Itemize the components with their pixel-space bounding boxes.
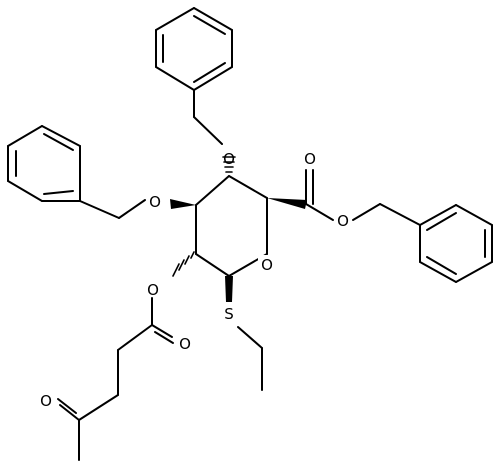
hashed-bond-c2-o [172,251,195,277]
carbonyl-single-lev [151,324,173,338]
wedge-bond-c1-s [225,276,233,302]
atom-o-ring: O [261,256,273,274]
benzyl-ester [305,169,493,283]
phenyl-ring-left [7,125,81,202]
phenyl-ring-right [419,204,493,283]
atom-o-ester-carbonyl: O [304,150,316,168]
benzyloxy-top [155,7,233,145]
bond-c1-c2 [195,253,230,277]
atom-o-levulinoyl-carbonyl: O [179,335,191,353]
bond-c-o-ester [305,203,334,221]
atom-o-benzyloxy-top: O [223,150,235,168]
bond-ch2-ketone-c [78,394,119,421]
atom-o-levulinoyl-link: O [147,281,159,299]
bond-s-ch2 [237,326,263,349]
atom-o-benzyloxy-left: O [149,193,161,211]
wedge-bond-c3-o [170,199,196,209]
bond-o-ch2-left [118,199,146,219]
phenyl-ring-top [155,7,233,91]
pyranose-ring [195,175,268,277]
ketone-double [57,398,77,414]
bond-c3-c4 [195,175,230,206]
bond-o-ch2-top [193,116,223,145]
bond-ch2-ring-ester [379,203,421,226]
atom-labels: O S O O O O O O O [40,150,349,410]
bond-c4-c5 [228,175,268,199]
hashed-bond-c4-o [222,156,236,173]
bond-o-ch2-ester [352,203,381,221]
atom-sulfur: S [224,305,234,323]
ethylthio [237,326,263,391]
atom-o-ester-link: O [337,212,349,230]
carbonyl-double-lev [154,331,174,344]
atom-o-ketone: O [40,392,52,410]
bond-ch2-ring-left [79,200,120,219]
levulinoyl-ester [57,297,174,461]
ketone-single [59,404,80,421]
bond-carbonyl-ch2 [117,324,153,351]
wedge-bond-c5-carboxyl [267,198,307,209]
benzyloxy-left [7,125,146,219]
